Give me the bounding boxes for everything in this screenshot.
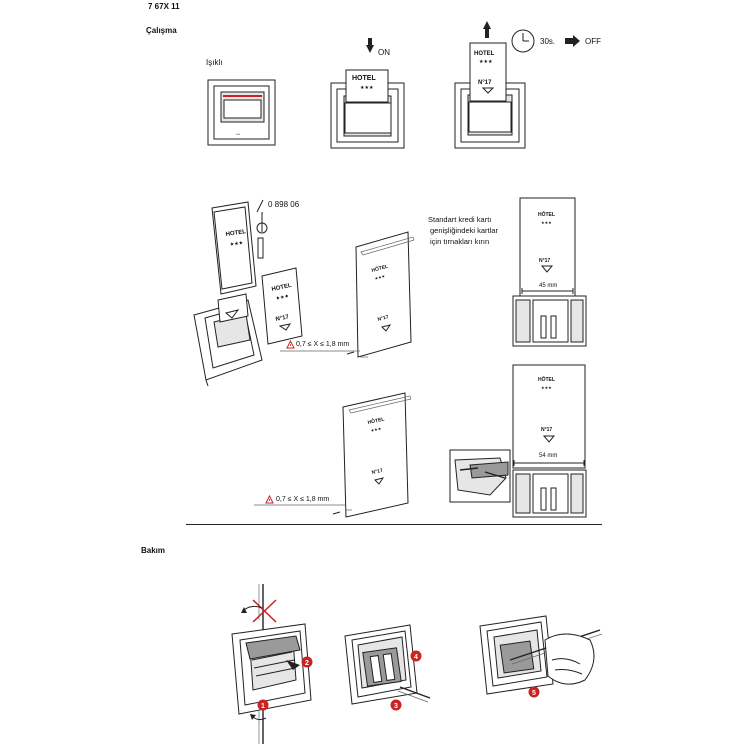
svg-text:N°17: N°17 [275, 314, 290, 323]
card-width-45mm: 45 mm [539, 283, 558, 289]
svg-text:N°17: N°17 [541, 427, 552, 433]
svg-text:2: 2 [305, 660, 309, 667]
svg-text:••••: •••• [236, 132, 240, 136]
svg-text:N°17: N°17 [539, 258, 550, 264]
svg-text:HÔTEL: HÔTEL [538, 375, 555, 383]
svg-text:★★★: ★★★ [541, 220, 552, 225]
svg-text:1: 1 [261, 703, 265, 710]
svg-text:N°17: N°17 [377, 314, 390, 323]
breakoff-note-line-2: genişliğindeki kartlar [430, 226, 498, 235]
svg-text:N°17: N°17 [478, 80, 492, 86]
timer-label: 30s. [540, 37, 556, 46]
svg-text:★★★: ★★★ [479, 59, 493, 65]
svg-text:HOTEL: HOTEL [474, 51, 495, 57]
svg-text:★★★: ★★★ [275, 293, 290, 302]
svg-text:★★★: ★★★ [370, 426, 382, 433]
svg-text:5: 5 [532, 690, 536, 697]
card-width-54mm: 54 mm [539, 453, 558, 459]
thickness-warning-2: 0,7 ≤ X ≤ 1,8 mm [276, 496, 330, 503]
svg-text:N°17: N°17 [371, 468, 383, 476]
svg-text:3: 3 [394, 703, 398, 710]
breakoff-note-line-1: Standart kredi kartı [428, 215, 492, 224]
svg-text:★★★: ★★★ [541, 385, 552, 390]
thickness-warning-1: 0,7 ≤ X ≤ 1,8 mm [296, 341, 350, 348]
document-code: 7 67X 11 [148, 2, 180, 11]
section-divider [186, 524, 602, 525]
svg-text:HOTEL: HOTEL [225, 229, 246, 238]
svg-text:★★★: ★★★ [229, 240, 244, 248]
svg-text:HOTEL: HOTEL [271, 283, 292, 293]
svg-text:HOTEL: HOTEL [352, 75, 376, 82]
svg-text:HÔTEL: HÔTEL [367, 415, 385, 426]
part-number: 0 898 06 [268, 200, 300, 209]
svg-text:HÔTEL: HÔTEL [538, 210, 555, 218]
off-label: OFF [585, 37, 601, 46]
svg-text:★★★: ★★★ [374, 273, 386, 281]
section-title-maintenance: Bakım [141, 546, 166, 555]
svg-text:★★★: ★★★ [360, 85, 374, 91]
svg-text:HÔTEL: HÔTEL [370, 262, 388, 274]
svg-text:4: 4 [414, 654, 418, 661]
on-label: ON [378, 48, 390, 57]
lit-label: Işıklı [206, 58, 223, 67]
section-title-operation: Çalışma [146, 26, 177, 35]
breakoff-note-line-3: için tırnakları kırın [430, 237, 490, 246]
